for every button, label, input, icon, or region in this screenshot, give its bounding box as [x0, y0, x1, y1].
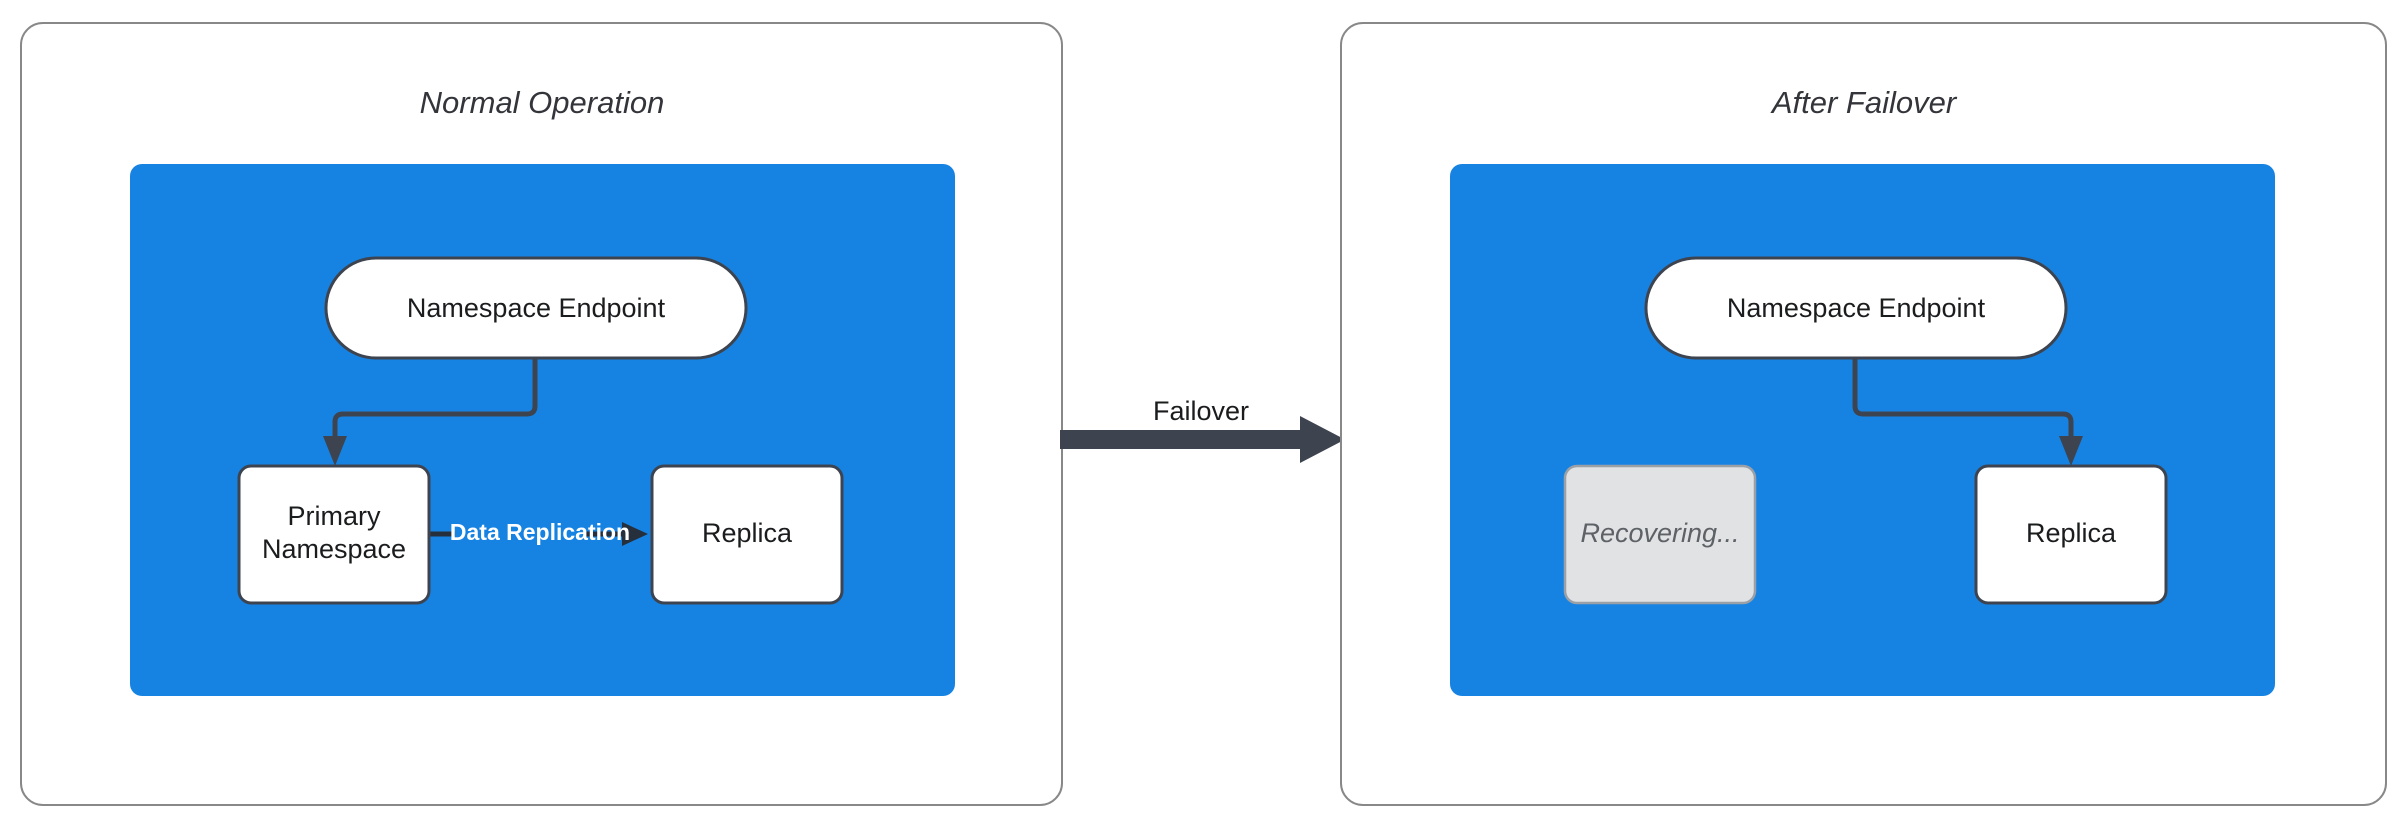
node-shape-namespace-endpoint [324, 256, 748, 360]
panel-title-after-failover: After Failover [1770, 85, 1958, 120]
node-shape-replica-failover [1974, 464, 2168, 605]
node-replica-failover[interactable]: Replica [1974, 464, 2168, 605]
node-shape-replica-normal [650, 464, 844, 605]
node-shape-primary-namespace [237, 464, 431, 605]
panel-after-failover: After Failover Namespace Endpoint Recove… [1340, 22, 2387, 806]
node-label-replica-normal: Replica [702, 518, 793, 548]
node-shape-namespace-endpoint-failover [1644, 256, 2068, 360]
node-label-primary-namespace-line2: Namespace [262, 534, 406, 564]
node-label-primary-namespace-line1: Primary [288, 501, 381, 531]
edge-data-replication: Data Replication [430, 519, 648, 546]
node-label-replica-failover: Replica [2026, 518, 2117, 548]
edge-endpoint-to-primary [323, 358, 538, 466]
node-namespace-endpoint-normal[interactable]: Namespace Endpoint [324, 256, 748, 360]
availability-zone-failover [1450, 164, 2275, 696]
node-primary-namespace[interactable]: Primary Namespace [237, 464, 431, 605]
panel-title-normal-operation: Normal Operation [420, 85, 665, 120]
edge-label-data-replication: Data Replication [450, 519, 630, 545]
node-namespace-endpoint-failover[interactable]: Namespace Endpoint [1644, 256, 2068, 360]
node-shape-recovering [1563, 464, 1757, 605]
node-label-recovering: Recovering... [1580, 518, 1739, 548]
failover-arrow-head [1300, 416, 1345, 463]
node-label-namespace-endpoint: Namespace Endpoint [407, 293, 666, 323]
panel-normal-operation: Normal Operation Namespace Endpoint Data… [20, 22, 1063, 806]
arrowhead-data-replication [622, 522, 648, 546]
node-replica-normal[interactable]: Replica [650, 464, 844, 605]
node-label-namespace-endpoint-failover: Namespace Endpoint [1727, 293, 1986, 323]
transition-failover: Failover [1060, 396, 1345, 463]
arrowhead-to-primary [323, 436, 347, 466]
edge-endpoint-to-replica [1852, 358, 2083, 466]
transition-label-failover: Failover [1153, 396, 1249, 426]
node-recovering[interactable]: Recovering... [1563, 464, 1757, 605]
arrowhead-to-replica [2059, 436, 2083, 466]
failover-arrow-shaft [1060, 430, 1306, 449]
availability-zone-normal [130, 164, 955, 696]
